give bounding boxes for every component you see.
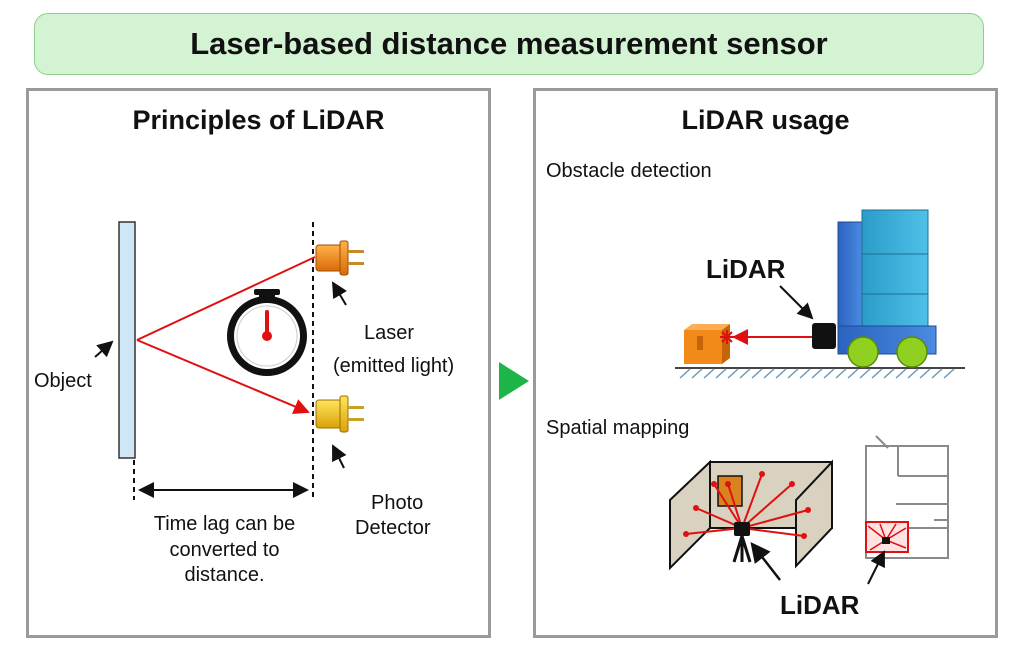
caption-line-3: distance. — [184, 564, 265, 586]
laser-label: Laser — [364, 322, 415, 344]
hit-star-icon — [720, 330, 734, 344]
lidar-label-obstacle: LiDAR — [706, 254, 786, 284]
vehicle-icon — [837, 209, 937, 368]
page-title: Laser-based distance measurement sensor — [190, 26, 828, 61]
usage-title: LiDAR usage — [681, 105, 850, 135]
detector-label-sub: Detector — [355, 517, 431, 539]
stopwatch-icon — [227, 289, 307, 376]
mapping-hit-points — [683, 471, 811, 539]
title-banner: Laser-based distance measurement sensor — [34, 13, 984, 75]
caption-line-1: Time lag can be — [153, 513, 296, 535]
principles-title: Principles of LiDAR — [132, 105, 385, 135]
laser-label-sub: (emitted light) — [333, 355, 455, 377]
detector-label: Photo — [371, 492, 424, 514]
emitted-beam — [136, 256, 316, 341]
obstacle-box-icon — [684, 324, 730, 364]
mapping-rays — [685, 473, 809, 537]
lidar-sensor-icon — [812, 323, 836, 349]
reflected-beam — [136, 339, 310, 414]
next-arrow-icon — [499, 362, 529, 400]
spatial-mapping-label: Spatial mapping — [546, 417, 690, 439]
object-plate — [118, 221, 136, 459]
caption-line-2: converted to — [169, 539, 280, 561]
room-illustration — [669, 459, 833, 571]
photo-detector-icon — [315, 395, 364, 433]
laser-emitter-icon — [315, 240, 364, 276]
tripod-lidar-icon — [732, 522, 752, 563]
obstacle-detection-label: Obstacle detection — [546, 160, 712, 182]
lidar-label-mapping: LiDAR — [780, 590, 860, 620]
object-label: Object — [34, 370, 92, 392]
